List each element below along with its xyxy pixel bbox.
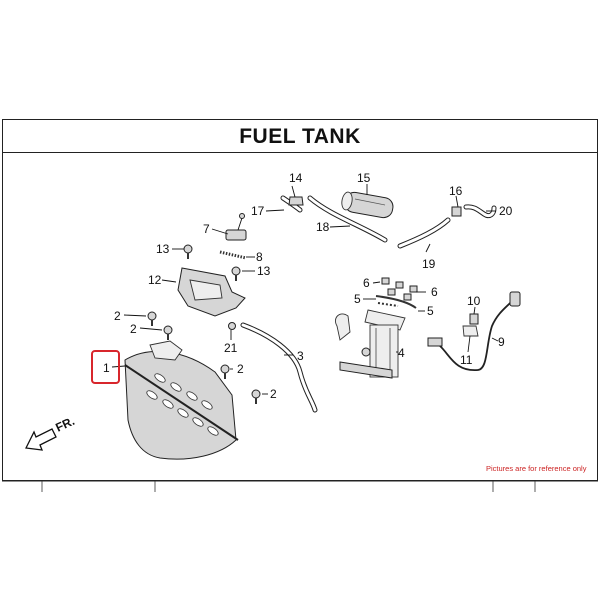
hose-20 <box>451 204 497 219</box>
callout-11: 11 <box>460 353 473 367</box>
callout-5a: 5 <box>354 292 361 306</box>
callout-15: 15 <box>357 171 371 185</box>
callout-12: 12 <box>148 273 162 287</box>
callout-10: 10 <box>467 294 481 308</box>
callout-17: 17 <box>251 204 265 218</box>
callout-2b: 2 <box>130 322 137 336</box>
callout-20: 20 <box>499 204 513 218</box>
callout-18: 18 <box>316 220 330 234</box>
reference-note: Pictures are for reference only <box>486 464 587 473</box>
callout-7: 7 <box>203 222 210 236</box>
bolt-parts <box>147 244 261 404</box>
callout-19: 19 <box>422 257 436 271</box>
fuel-pump <box>335 309 406 379</box>
valve-part <box>225 213 247 241</box>
fuel-tank-body <box>124 340 239 460</box>
callout-13b: 13 <box>257 264 271 278</box>
front-direction-arrow: FR. <box>25 414 77 451</box>
page-title: FUEL TANK <box>239 125 361 148</box>
callout-14: 14 <box>289 171 303 185</box>
clamp-part-14 <box>288 196 304 206</box>
callout-9: 9 <box>498 335 505 349</box>
callout-4: 4 <box>398 346 405 360</box>
leader-lines <box>111 184 499 395</box>
callout-numbers: 1 2 2 2 2 3 4 5 5 6 6 7 8 9 10 11 12 13 … <box>103 171 513 401</box>
callout-2d: 2 <box>270 387 277 401</box>
callout-1: 1 <box>103 361 110 375</box>
canister-part <box>341 191 394 219</box>
breather-pipe <box>280 195 451 249</box>
callout-21: 21 <box>224 341 238 355</box>
callout-13a: 13 <box>156 242 170 256</box>
front-direction-label: FR. <box>53 414 76 435</box>
callout-8: 8 <box>256 250 263 264</box>
callout-2a: 2 <box>114 309 121 323</box>
spring-part <box>219 250 247 260</box>
callout-3: 3 <box>297 349 304 363</box>
gasket-part <box>375 295 417 309</box>
fuel-hose <box>240 322 318 413</box>
callout-16: 16 <box>449 184 463 198</box>
title-bar: FUEL TANK <box>2 119 598 153</box>
highlight-box <box>91 350 120 384</box>
table-rule <box>2 480 598 492</box>
nut-parts <box>381 277 418 301</box>
callout-6a: 6 <box>363 276 370 290</box>
callout-2c: 2 <box>237 362 244 376</box>
callout-5b: 5 <box>427 304 434 318</box>
sensor-wire <box>427 291 521 371</box>
bracket-part <box>177 267 246 317</box>
callout-6b: 6 <box>431 285 438 299</box>
